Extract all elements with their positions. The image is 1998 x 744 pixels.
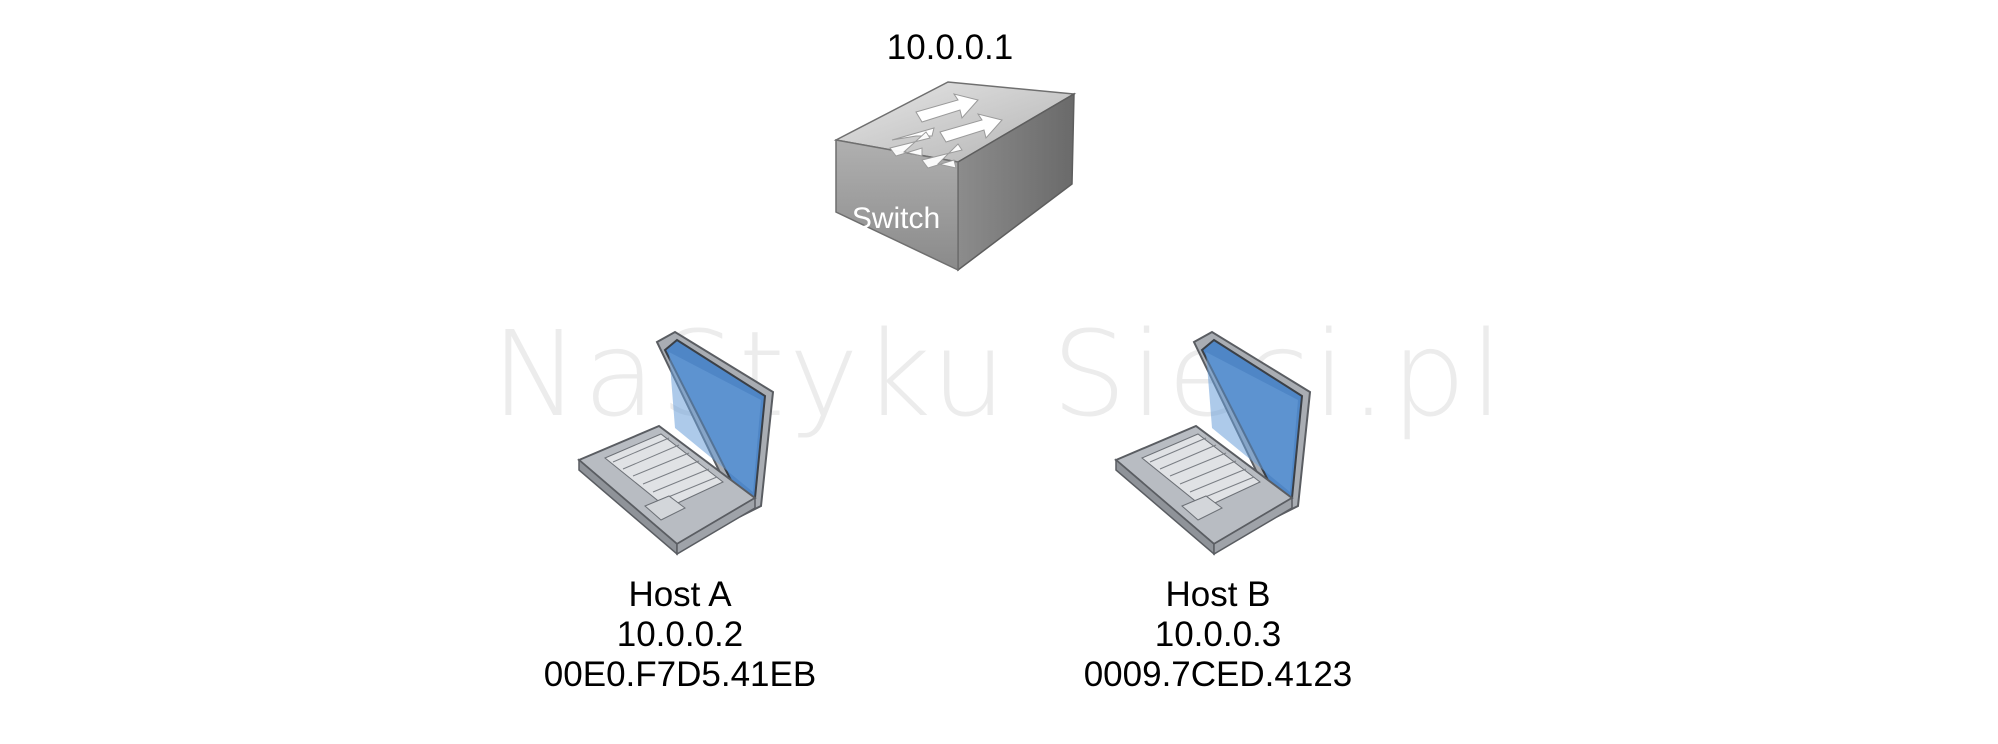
- host-a-laptop-icon[interactable]: [575, 330, 775, 556]
- host-a-label-block: Host A 10.0.0.2 00E0.F7D5.41EB: [530, 575, 830, 695]
- host-b-ip: 10.0.0.3: [1154, 615, 1282, 654]
- host-b-name: Host B: [1165, 575, 1271, 614]
- host-a-mac: 00E0.F7D5.41EB: [543, 655, 817, 694]
- host-b-laptop-icon[interactable]: [1112, 330, 1312, 556]
- host-b-label-block: Host B 10.0.0.3 0009.7CED.4123: [1068, 575, 1368, 695]
- host-b-mac: 0009.7CED.4123: [1083, 655, 1353, 694]
- switch-icon[interactable]: Switch: [830, 78, 1130, 288]
- switch-ip: 10.0.0.1: [886, 28, 1014, 67]
- switch-ip-label: 10.0.0.1: [840, 28, 1060, 68]
- watermark-text: NaStyku Sieci.pl: [491, 305, 1507, 443]
- switch-label: Switch: [852, 202, 940, 235]
- host-a-name: Host A: [628, 575, 732, 614]
- host-a-ip: 10.0.0.2: [616, 615, 744, 654]
